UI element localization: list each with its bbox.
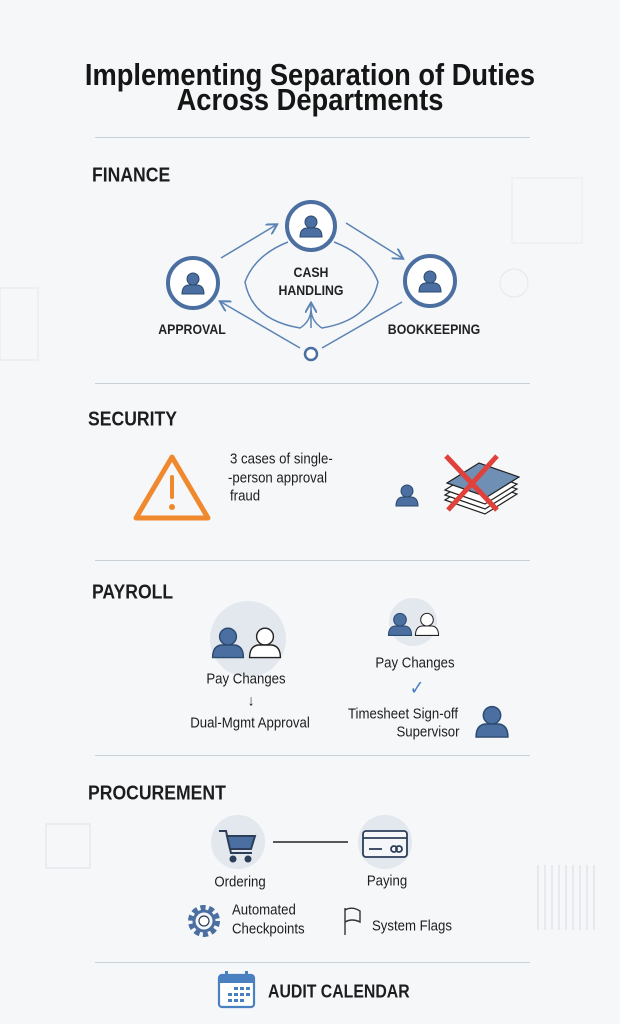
finance-heading: FINANCE (92, 164, 171, 187)
automated-checkpoints-label-1: Automated (232, 901, 296, 919)
divider (95, 137, 530, 138)
payroll-heading: PAYROLL (92, 581, 174, 604)
automated-checkpoints-label-2: Checkpoints (232, 920, 305, 938)
divider (95, 755, 530, 756)
credit-card-icon (362, 830, 408, 858)
hub-node (303, 346, 319, 362)
arrow-approval-to-cash (220, 225, 276, 259)
supervisor-label: Supervisor (396, 723, 460, 741)
security-text-3: fraud (230, 487, 261, 505)
flag-icon (344, 907, 361, 935)
bookkeeping-label: BOOKKEEPING (387, 321, 481, 337)
security-heading: SECURITY (88, 408, 177, 431)
decor-square (0, 287, 39, 361)
pay-changes-left-label: Pay Changes (206, 670, 286, 688)
person-icon (395, 484, 419, 507)
divider (95, 383, 530, 384)
approval-label: APPROVAL (158, 321, 226, 337)
ordering-label: Ordering (214, 873, 266, 891)
finance-cycle (220, 222, 403, 349)
paying-label: Paying (366, 872, 408, 890)
divider (95, 962, 530, 963)
security-text-2: -person approval (228, 469, 328, 487)
cash-handling-label-2: HANDLING (278, 282, 344, 298)
arrow-cash-to-bookkeeping (345, 222, 402, 258)
procurement-heading: PROCUREMENT (88, 782, 226, 805)
approval-node (166, 256, 220, 310)
timesheet-signoff-label: Timesheet Sign-off (347, 705, 459, 723)
gear-icon (188, 905, 220, 937)
cash-handling-label-1: CASH (293, 264, 329, 280)
warning-icon (133, 454, 211, 521)
calendar-icon (217, 971, 256, 1009)
bookkeeping-node (403, 254, 457, 308)
cart-icon (219, 830, 257, 863)
supervisor-person-icon (475, 705, 509, 738)
dual-mgmt-approval-label: Dual-Mgmt Approval (190, 714, 310, 732)
check-icon: ✓ (409, 677, 425, 700)
audit-calendar-label: AUDIT CALENDAR (268, 981, 410, 1002)
system-flags-label: System Flags (372, 917, 452, 935)
divider (95, 560, 530, 561)
money-crossed-icon (443, 454, 521, 515)
arrow-hub-to-approval (221, 302, 301, 349)
page-title-line-2: Across Departments (176, 82, 444, 117)
pay-changes-right-label: Pay Changes (375, 654, 455, 672)
down-arrow-icon: ↓ (247, 692, 255, 710)
cash-handling-node (285, 200, 337, 252)
security-text-1: 3 cases of single- (230, 450, 333, 468)
page-title-line-1: Implementing Separation of Duties (84, 57, 536, 92)
line-bookkeeping-to-hub (321, 301, 403, 349)
decor-square (45, 823, 91, 869)
